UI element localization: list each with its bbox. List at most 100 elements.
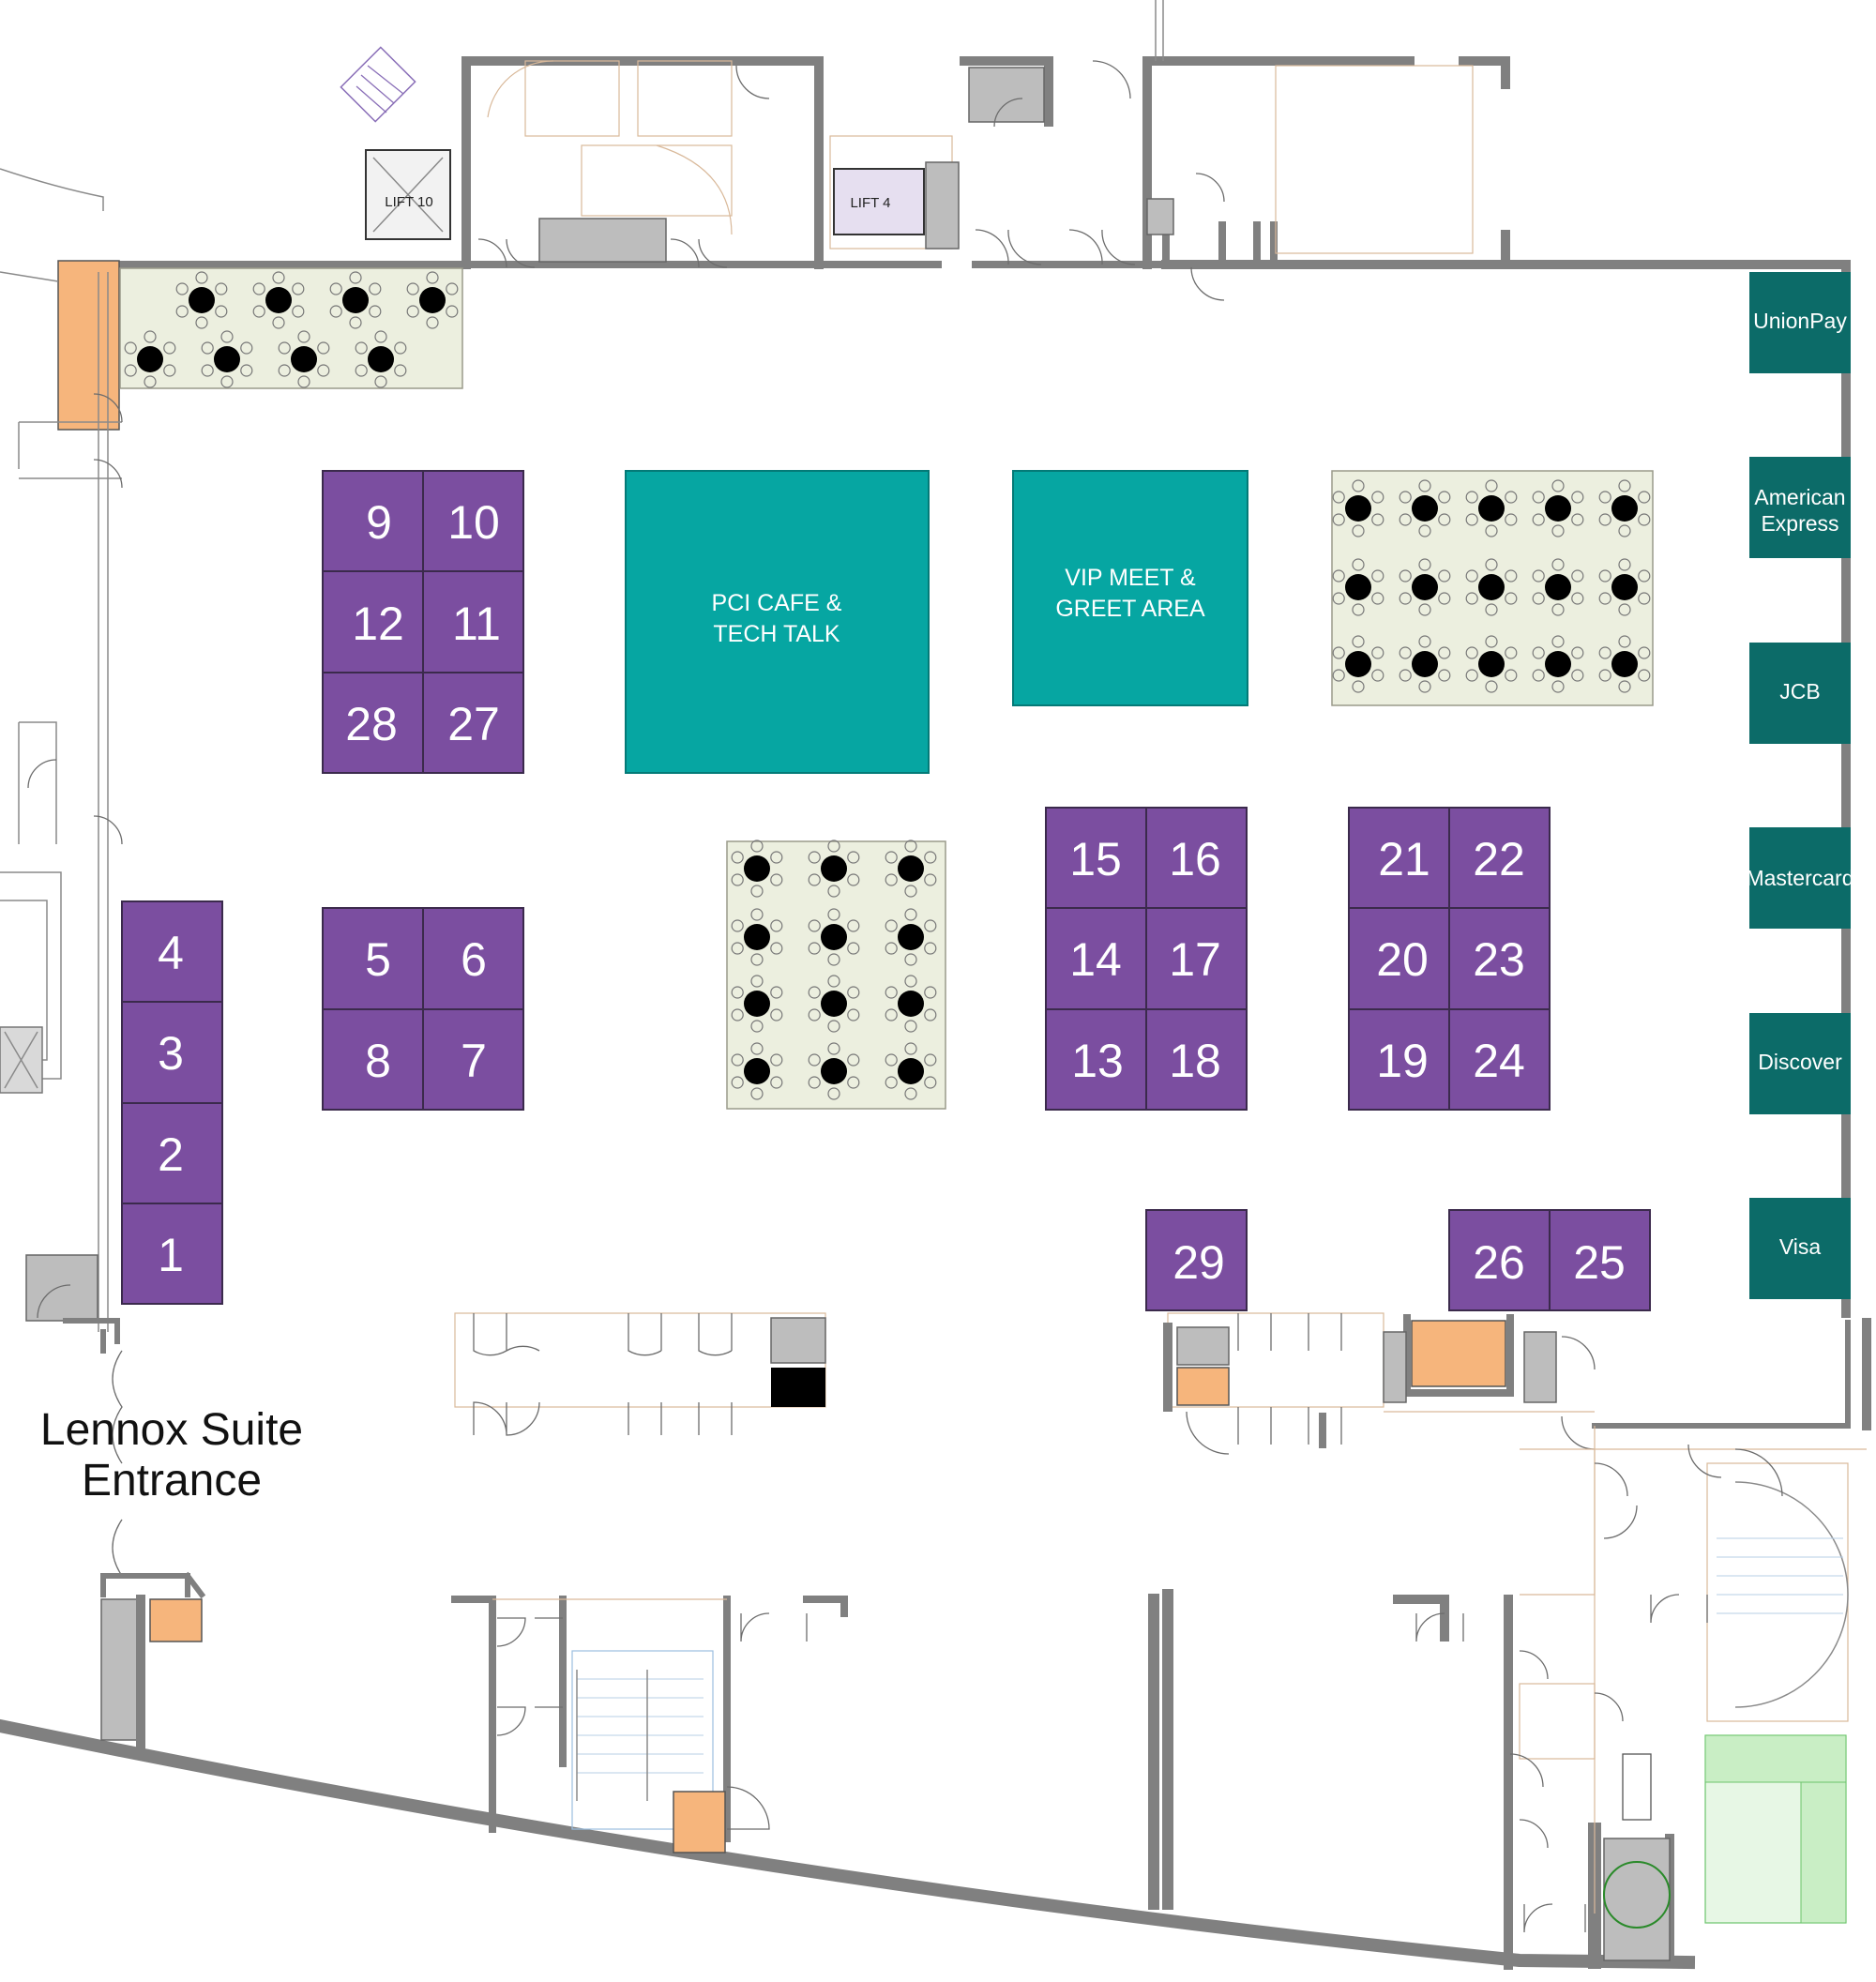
round-table — [1412, 651, 1438, 677]
svg-text:7: 7 — [461, 1035, 487, 1087]
svg-text:10: 10 — [447, 496, 500, 549]
svg-text:11: 11 — [452, 598, 501, 650]
svg-text:2: 2 — [158, 1128, 184, 1181]
svg-text:17: 17 — [1169, 933, 1221, 986]
booth-19[interactable]: 19 — [1348, 1008, 1450, 1111]
sponsor-discover[interactable]: Discover — [1749, 1013, 1851, 1114]
seating-area-top-left — [119, 267, 463, 389]
cafe-label-line2: TECH TALK — [713, 621, 840, 647]
svg-text:9: 9 — [366, 496, 392, 549]
booth-29[interactable]: 29 — [1145, 1209, 1248, 1311]
booth-18[interactable]: 18 — [1145, 1008, 1248, 1111]
booth-11[interactable]: 11 — [422, 570, 524, 673]
booth-3[interactable]: 3 — [121, 1001, 223, 1104]
booth-25[interactable]: 25 — [1549, 1209, 1651, 1311]
round-table — [342, 287, 369, 313]
svg-text:22: 22 — [1473, 833, 1525, 885]
booth-21[interactable]: 21 — [1348, 807, 1450, 909]
round-table — [744, 855, 770, 882]
booth-15[interactable]: 15 — [1045, 807, 1147, 909]
booth-9[interactable]: 9 — [322, 470, 424, 572]
booth-24[interactable]: 24 — [1448, 1008, 1551, 1111]
chair-set — [731, 1042, 783, 1100]
chair-set — [124, 330, 176, 388]
svg-text:18: 18 — [1169, 1035, 1221, 1087]
booth-10[interactable]: 10 — [422, 470, 524, 572]
svg-text:28: 28 — [345, 698, 398, 750]
sponsor-jcb[interactable]: JCB — [1749, 643, 1851, 744]
lift-10-label: LIFT 10 — [385, 194, 432, 210]
sponsor-discover-label: Discover — [1758, 1050, 1842, 1074]
sponsor-american-express-label-2: Express — [1761, 511, 1838, 536]
booth-14[interactable]: 14 — [1045, 907, 1147, 1010]
sponsor-mastercard[interactable]: Mastercard — [1746, 827, 1854, 929]
booth-7[interactable]: 7 — [422, 1008, 524, 1111]
round-table — [821, 1058, 847, 1084]
chair-set — [731, 908, 783, 966]
svg-text:5: 5 — [365, 933, 391, 986]
svg-text:27: 27 — [447, 698, 500, 750]
round-table — [744, 1058, 770, 1084]
svg-text:6: 6 — [461, 933, 487, 986]
cafe-label-line1: PCI CAFE & — [712, 590, 842, 616]
round-table — [1345, 651, 1371, 677]
svg-text:26: 26 — [1473, 1236, 1525, 1289]
pci-cafe-tech-talk[interactable]: PCI CAFE & TECH TALK — [625, 470, 930, 774]
round-table — [1611, 495, 1638, 522]
booth-8[interactable]: 8 — [322, 1008, 424, 1111]
booth-17[interactable]: 17 — [1145, 907, 1248, 1010]
bottom-right-rooms — [1509, 1426, 1867, 1961]
svg-text:12: 12 — [352, 598, 404, 650]
chair-set — [885, 1042, 937, 1100]
chair-set — [1465, 479, 1518, 537]
booth-6[interactable]: 6 — [422, 907, 524, 1010]
svg-text:20: 20 — [1376, 933, 1429, 986]
lift-4: LIFT 4 — [833, 168, 925, 235]
chair-set — [1332, 635, 1384, 693]
chair-set — [1465, 635, 1518, 693]
chair-set — [731, 975, 783, 1033]
round-table — [744, 924, 770, 950]
booth-5[interactable]: 5 — [322, 907, 424, 1010]
booth-27[interactable]: 27 — [422, 672, 524, 774]
chair-set — [355, 330, 407, 388]
round-table — [368, 346, 394, 372]
seating-area-right — [1331, 470, 1654, 706]
booth-28[interactable]: 28 — [322, 672, 424, 774]
sponsor-visa[interactable]: Visa — [1749, 1198, 1851, 1299]
booth-22[interactable]: 22 — [1448, 807, 1551, 909]
chair-set — [808, 975, 860, 1033]
round-table — [898, 924, 924, 950]
svg-text:15: 15 — [1069, 833, 1122, 885]
round-table — [1412, 574, 1438, 600]
svg-text:19: 19 — [1376, 1035, 1429, 1087]
round-table — [744, 991, 770, 1017]
booth-4[interactable]: 4 — [121, 900, 223, 1003]
svg-text:24: 24 — [1473, 1035, 1525, 1087]
booth-23[interactable]: 23 — [1448, 907, 1551, 1010]
booth-1[interactable]: 1 — [121, 1203, 223, 1305]
booth-2[interactable]: 2 — [121, 1102, 223, 1204]
booth-13[interactable]: 13 — [1045, 1008, 1147, 1111]
chair-set — [406, 271, 459, 329]
chair-set — [808, 840, 860, 898]
bottom-stair-rooms — [451, 1596, 1464, 1853]
vip-meet-greet-area[interactable]: VIP MEET & GREET AREA — [1012, 470, 1248, 706]
chair-set — [201, 330, 253, 388]
round-table — [1545, 651, 1571, 677]
booth-16[interactable]: 16 — [1145, 807, 1248, 909]
sponsor-unionpay[interactable]: UnionPay — [1749, 272, 1851, 373]
chair-set — [1532, 635, 1584, 693]
booth-26[interactable]: 26 — [1448, 1209, 1551, 1311]
chair-set — [1598, 558, 1651, 616]
chair-set — [329, 271, 382, 329]
sponsor-american-express[interactable]: American Express — [1749, 457, 1851, 558]
entrance-line-1: Lennox Suite — [39, 1405, 304, 1455]
svg-text:25: 25 — [1573, 1236, 1626, 1289]
round-table — [1412, 495, 1438, 522]
booth-12[interactable]: 12 — [322, 570, 424, 673]
round-table — [1545, 495, 1571, 522]
lift-10: LIFT 10 — [365, 149, 451, 240]
booth-20[interactable]: 20 — [1348, 907, 1450, 1010]
sponsor-visa-label: Visa — [1779, 1234, 1822, 1259]
